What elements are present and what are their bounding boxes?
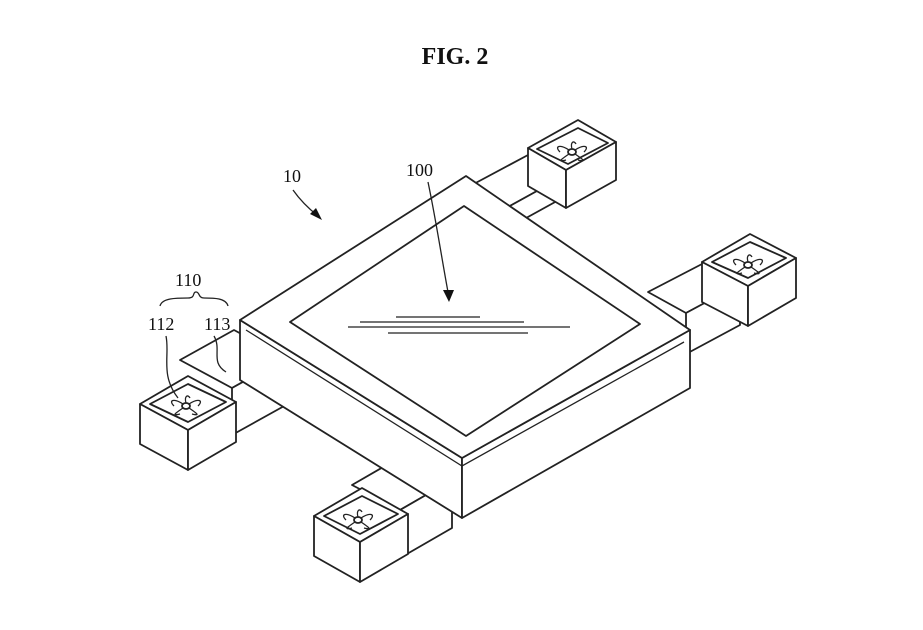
label-device-text: 10	[283, 166, 301, 186]
motor-pod-left	[139, 375, 237, 471]
label-propeller-group-text: 110	[175, 270, 201, 290]
label-arm: 113	[204, 314, 230, 373]
label-screen: 100	[406, 160, 454, 302]
propeller-icon	[556, 141, 588, 162]
label-screen-text: 100	[406, 160, 433, 180]
motor-pod-bottom	[313, 487, 409, 583]
label-device: 10	[283, 166, 322, 220]
figure-title: FIG. 2	[421, 44, 489, 70]
display-screen	[289, 205, 641, 437]
label-propeller-group: 110	[159, 270, 229, 307]
propeller-icon	[170, 395, 202, 416]
propeller-icon	[732, 254, 764, 275]
label-propeller: 112	[148, 314, 179, 399]
motor-pod-upper-right	[527, 119, 617, 209]
motor-pod-right	[701, 233, 797, 327]
label-arm-text: 113	[204, 314, 230, 334]
main-body	[239, 175, 691, 519]
label-propeller-text: 112	[148, 314, 174, 334]
propeller-icon	[342, 509, 374, 530]
